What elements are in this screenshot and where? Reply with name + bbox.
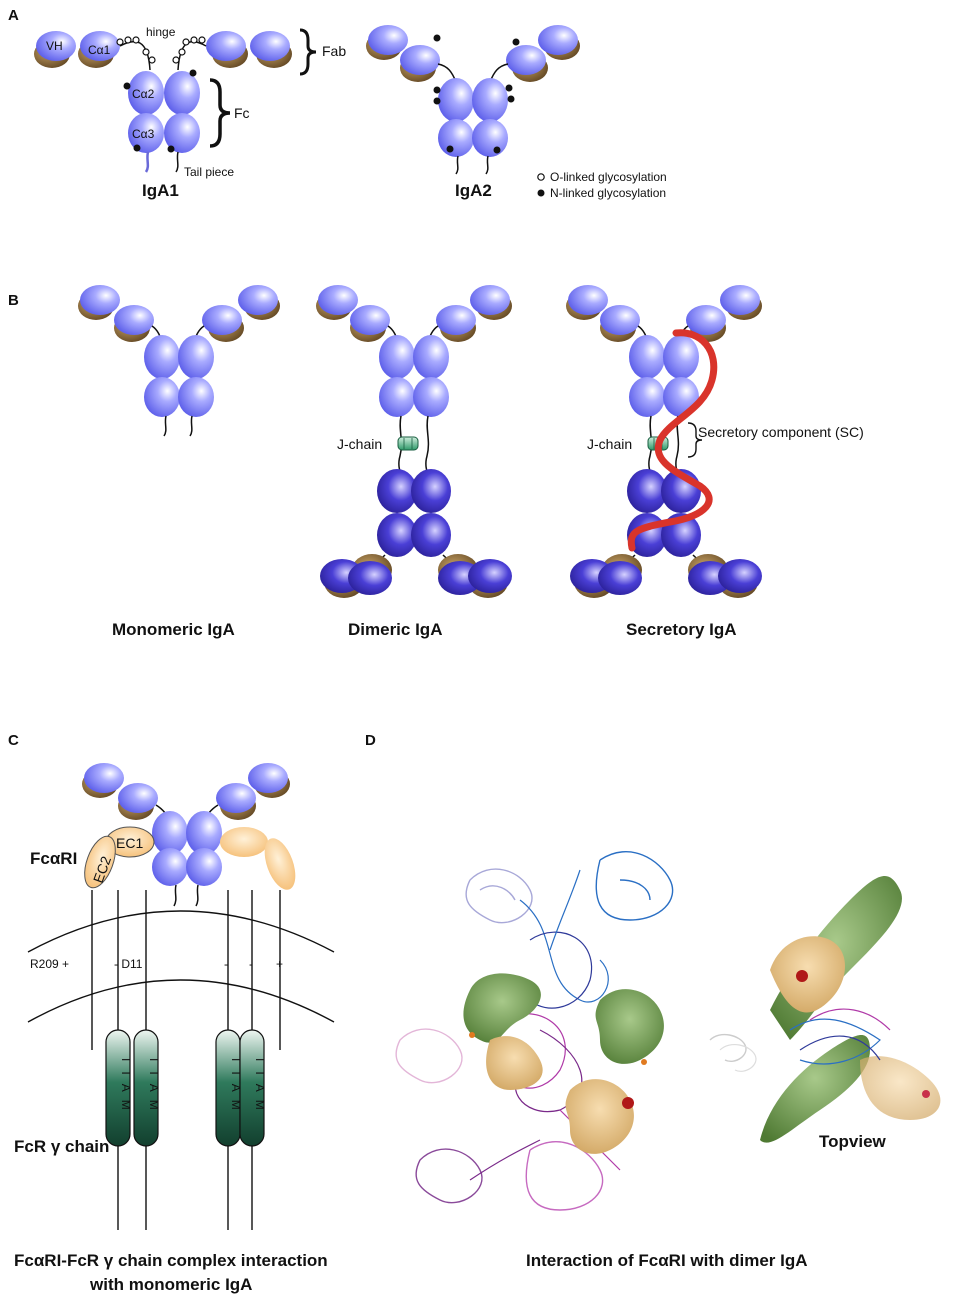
- label-d11: - D11: [114, 957, 143, 971]
- iga2-diagram: IgA2: [366, 25, 580, 200]
- label-fc: Fc: [234, 105, 250, 121]
- panel-letter-a: A: [8, 7, 19, 24]
- panel-letter-d: D: [365, 732, 376, 749]
- caption-c-line2: with monomeric IgA: [89, 1275, 252, 1294]
- label-fcr-gamma-chain: FcR γ chain: [14, 1137, 109, 1156]
- label-vh: VH: [46, 39, 63, 53]
- label-minus-1: -: [224, 957, 228, 971]
- iga1-diagram: VH Cα1 Cα2 Cα3 hinge Fab Fc Tail piece I…: [34, 25, 346, 200]
- label-ca3: Cα3: [132, 127, 155, 141]
- panel-d-structure: Topview Interaction of FcαRI with dimer …: [395, 851, 941, 1270]
- label-topview: Topview: [819, 1132, 887, 1151]
- panel-letter-c: C: [8, 732, 19, 749]
- itam-group: ITAM ITAM ITAM ITAM: [105, 1029, 267, 1147]
- iga1-ca2-domain: [128, 71, 164, 115]
- itam-capsule-2: [133, 1029, 159, 1147]
- legend-o-linked: O-linked glycosylation: [550, 170, 667, 184]
- label-jchain-dimeric: J-chain: [337, 436, 382, 452]
- panel-c-receptor-complex: EC1 EC2 FcαRI R209 + - D11 - - +: [14, 763, 335, 1294]
- membrane-outer: [27, 910, 335, 953]
- dimeric-iga: J-chain Dimeric IgA: [316, 285, 512, 639]
- label-r209: R209 +: [30, 957, 69, 971]
- iga1-o-glycans: [116, 36, 206, 64]
- label-fab: Fab: [322, 43, 346, 59]
- title-iga1: IgA1: [142, 181, 179, 200]
- n-linked-marker: [537, 189, 545, 197]
- label-fcari: FcαRI: [30, 849, 77, 868]
- itam-capsule-1: [105, 1029, 131, 1147]
- caption-d: Interaction of FcαRI with dimer IgA: [526, 1251, 808, 1270]
- fab-brace: [299, 28, 317, 76]
- iga1-vh-domain: [36, 31, 76, 61]
- iga1-ca3-domain: [128, 113, 164, 153]
- label-itam-3: ITAM: [229, 1058, 243, 1118]
- label-ca1: Cα1: [88, 43, 111, 57]
- label-itam-4: ITAM: [253, 1058, 267, 1118]
- label-itam-1: ITAM: [119, 1058, 133, 1118]
- iga1-hinge-left: [119, 40, 151, 71]
- monomeric-iga: Monomeric IgA: [78, 285, 280, 639]
- secretory-iga: J-chain Secretory component (SC) Secreto…: [566, 285, 864, 639]
- legend-n-linked: N-linked glycosylation: [550, 186, 666, 200]
- tan-surface-1: [486, 1036, 543, 1090]
- itam-capsule-4: [239, 1029, 265, 1147]
- secretory-component: [627, 329, 718, 552]
- membrane-inner: [27, 979, 335, 1023]
- panel-letter-b: B: [8, 292, 19, 309]
- caption-c-line1: FcαRI-FcR γ chain complex interaction: [14, 1251, 328, 1270]
- title-monomeric-iga: Monomeric IgA: [112, 620, 235, 639]
- label-ec1: EC1: [116, 835, 143, 851]
- label-jchain-secretory: J-chain: [587, 436, 632, 452]
- glycosylation-legend: O-linked glycosylation N-linked glycosyl…: [537, 170, 667, 200]
- green-surface-2: [595, 989, 664, 1064]
- green-surface-1: [463, 973, 541, 1043]
- ribbon-cluster-pale: [395, 851, 747, 1211]
- label-hinge: hinge: [146, 25, 176, 39]
- label-ca2: Cα2: [132, 87, 155, 101]
- iga1-ca1-domain: [80, 31, 120, 61]
- tan-surface-2: [565, 1079, 634, 1154]
- jchain-dimeric: [397, 436, 419, 451]
- title-iga2: IgA2: [455, 181, 492, 200]
- label-minus-2: -: [249, 957, 253, 971]
- label-secretory-component: Secretory component (SC): [698, 424, 864, 440]
- fc-brace: [209, 78, 231, 148]
- title-secretory-iga: Secretory IgA: [626, 620, 737, 639]
- ec2-domain: [84, 835, 116, 889]
- topview-structure: [719, 876, 941, 1143]
- label-tail-piece: Tail piece: [184, 165, 234, 179]
- label-plus: +: [276, 957, 283, 971]
- iga1-hinge-right: [177, 40, 207, 71]
- o-linked-marker: [537, 173, 545, 181]
- label-itam-2: ITAM: [147, 1058, 161, 1118]
- title-dimeric-iga: Dimeric IgA: [348, 620, 442, 639]
